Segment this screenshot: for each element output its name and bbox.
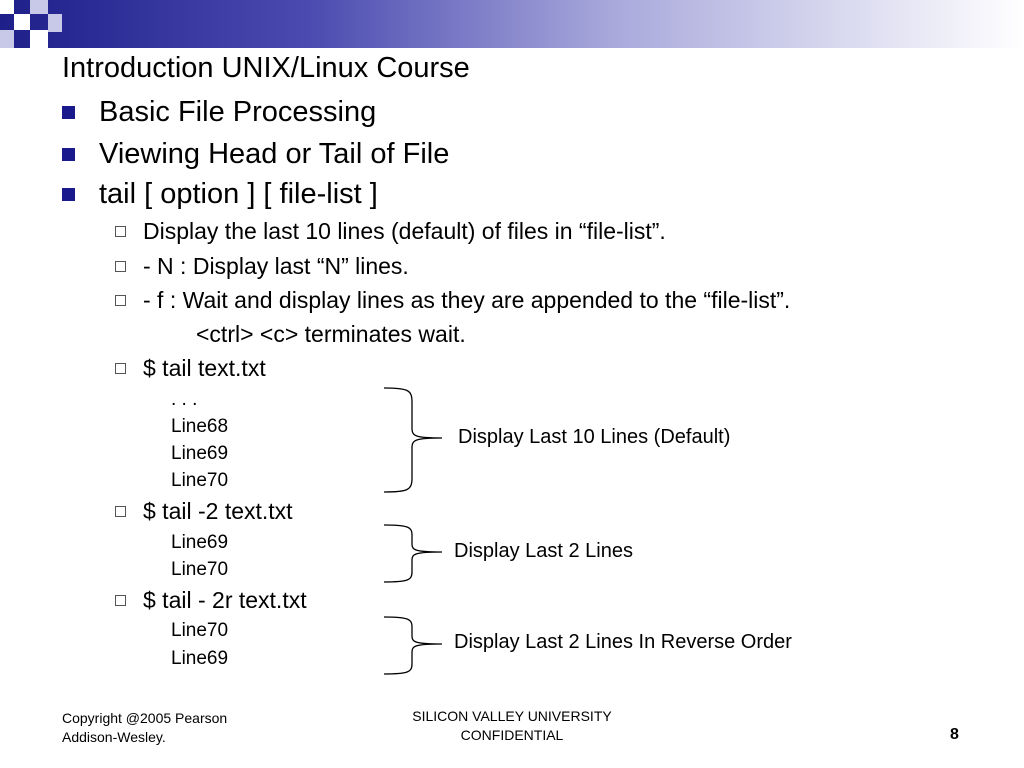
- slide-title: Introduction UNIX/Linux Course: [62, 52, 470, 84]
- right-brace-icon: [383, 616, 443, 675]
- output-line: Line70: [171, 470, 229, 491]
- sub-item: - N : Display last “N” lines.: [115, 253, 409, 280]
- hollow-square-bullet-icon: [115, 363, 126, 374]
- square-bullet-icon: [62, 188, 75, 201]
- output-line: Line69: [171, 648, 229, 669]
- decor-square: [0, 0, 14, 14]
- bullet-item: Viewing Head or Tail of File: [62, 138, 449, 171]
- output-line: Line69: [171, 532, 229, 553]
- bullet-item: Basic File Processing: [62, 96, 376, 129]
- bullet-text: Basic File Processing: [99, 96, 377, 128]
- command-text: $ tail - 2r text.txt: [143, 587, 307, 613]
- copyright-line: Copyright @2005 Pearson: [62, 710, 228, 726]
- output-line: Line70: [171, 559, 229, 580]
- annotation-text: Display Last 10 Lines (Default): [458, 426, 731, 448]
- sub-item: - f : Wait and display lines as they are…: [115, 287, 790, 314]
- right-brace-icon: [383, 524, 443, 583]
- hollow-square-bullet-icon: [115, 506, 126, 517]
- sub-item-text: Display the last 10 lines (default) of f…: [143, 218, 666, 244]
- command-text: $ tail -2 text.txt: [143, 498, 293, 524]
- hollow-square-bullet-icon: [115, 295, 126, 306]
- bullet-text: Viewing Head or Tail of File: [99, 138, 450, 170]
- annotation-text: Display Last 2 Lines: [454, 540, 633, 562]
- hollow-square-bullet-icon: [115, 595, 126, 606]
- square-bullet-icon: [62, 148, 75, 161]
- decor-square: [14, 14, 30, 30]
- sub-item-text: - f : Wait and display lines as they are…: [143, 287, 791, 313]
- hollow-square-bullet-icon: [115, 261, 126, 272]
- decor-square: [0, 30, 14, 48]
- footer-center: SILICON VALLEY UNIVERSITY CONFIDENTIAL: [372, 707, 652, 745]
- command-text: $ tail text.txt: [143, 355, 266, 381]
- sub-item: Display the last 10 lines (default) of f…: [115, 218, 666, 245]
- bullet-item: tail [ option ] [ file-list ]: [62, 178, 378, 211]
- right-brace-icon: [383, 387, 443, 493]
- continuation-text: <ctrl> <c> terminates wait.: [196, 321, 466, 347]
- output-line: Line69: [171, 443, 229, 464]
- hollow-square-bullet-icon: [115, 226, 126, 237]
- footer-org-line: CONFIDENTIAL: [460, 727, 564, 743]
- sub-item: $ tail text.txt: [115, 355, 266, 382]
- output-line: Line68: [171, 416, 229, 437]
- footer-copyright: Copyright @2005 Pearson Addison-Wesley.: [62, 709, 227, 747]
- sub-item: $ tail -2 text.txt: [115, 498, 293, 525]
- decor-square: [48, 14, 62, 32]
- bullet-text: tail [ option ] [ file-list ]: [99, 178, 378, 210]
- output-line: . . .: [171, 389, 198, 410]
- square-bullet-icon: [62, 106, 75, 119]
- decor-square: [30, 30, 48, 48]
- output-line: Line70: [171, 620, 229, 641]
- copyright-line: Addison-Wesley.: [62, 729, 166, 745]
- sub-item: $ tail - 2r text.txt: [115, 587, 307, 614]
- page-number: 8: [950, 726, 959, 743]
- annotation-text: Display Last 2 Lines In Reverse Order: [454, 631, 792, 653]
- decor-square: [30, 0, 48, 14]
- header-gradient-bar: [0, 0, 1024, 48]
- footer-org-line: SILICON VALLEY UNIVERSITY: [412, 708, 612, 724]
- sub-item-text: - N : Display last “N” lines.: [143, 253, 409, 279]
